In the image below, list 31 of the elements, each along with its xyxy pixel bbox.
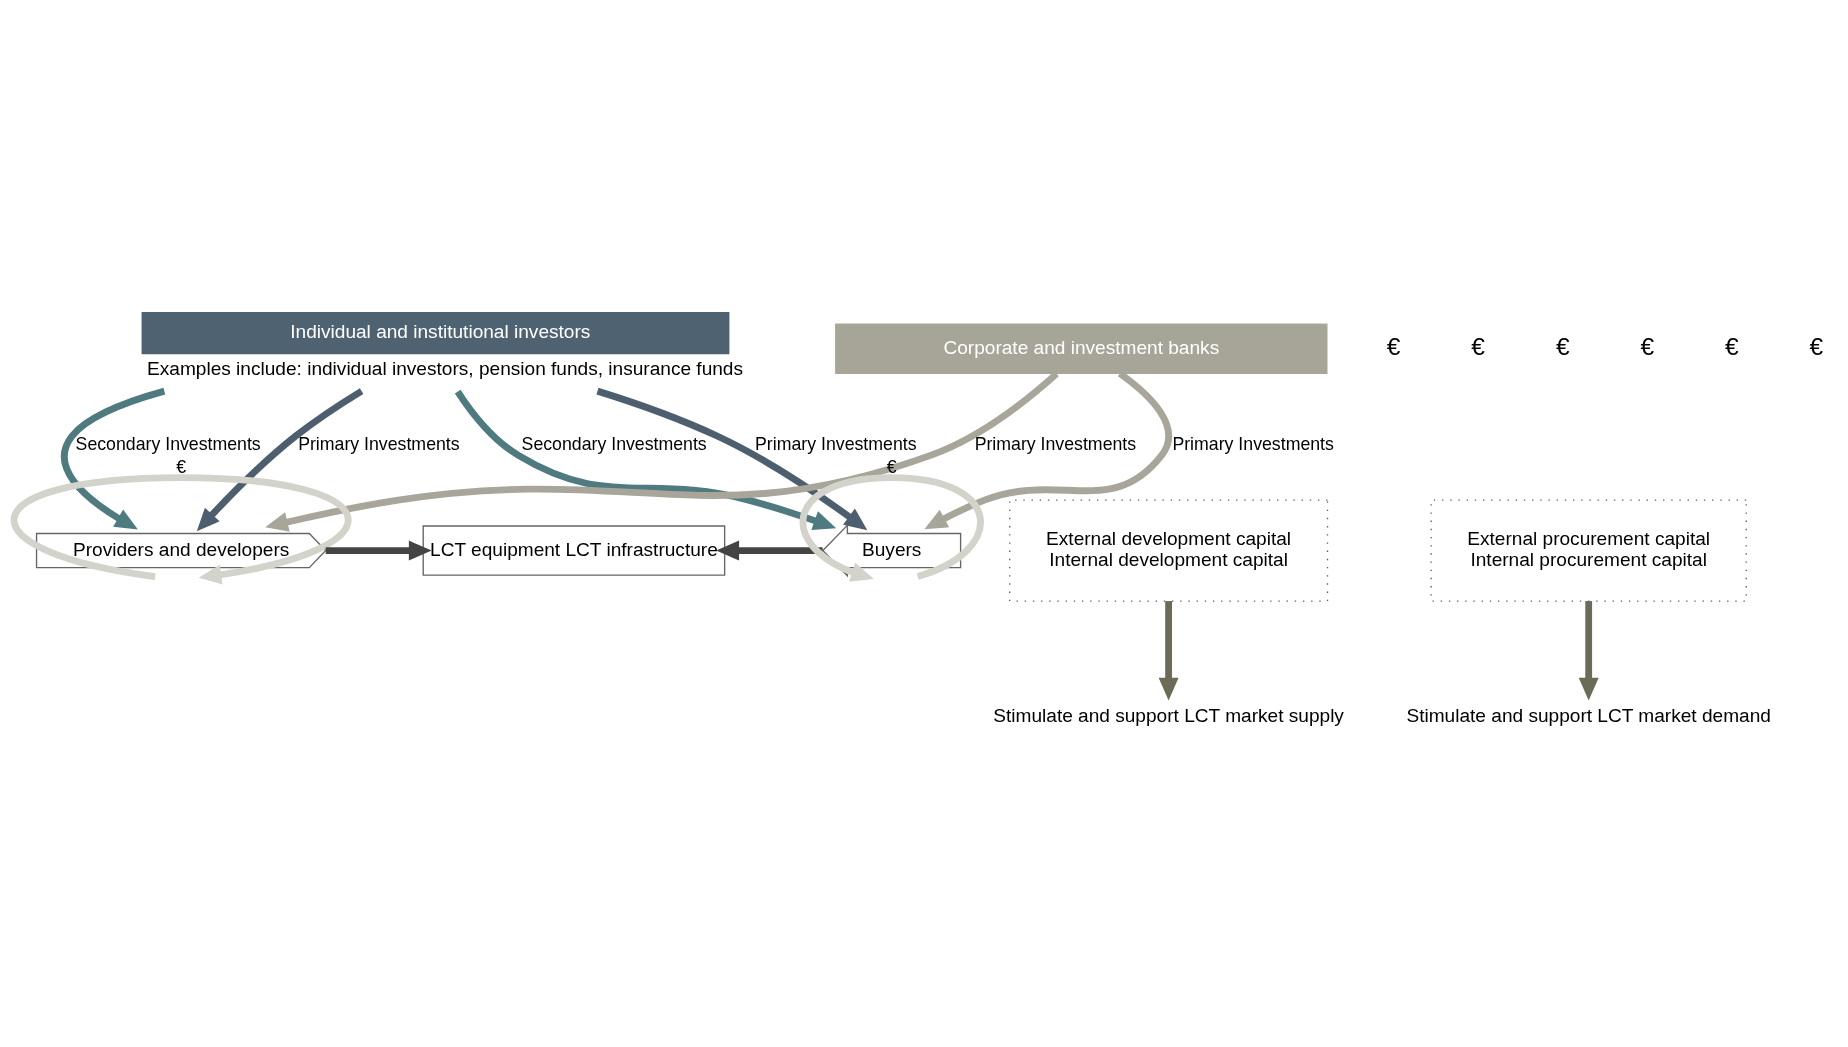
edge-label: Secondary Investments bbox=[75, 433, 261, 454]
edge-label: Primary Investments bbox=[298, 433, 460, 454]
label: € bbox=[1386, 332, 1401, 360]
label: € bbox=[1725, 332, 1739, 360]
edge-label: Secondary Investments bbox=[521, 433, 707, 454]
node-box: LCT equipment LCT infrastructure bbox=[422, 524, 726, 576]
arrow bbox=[196, 387, 364, 531]
arrow bbox=[11, 473, 351, 584]
label: € bbox=[1640, 332, 1655, 360]
node-box: External development capital Internal development capital bbox=[1009, 498, 1329, 602]
node-box: Individual and institutional investors bbox=[141, 311, 730, 354]
edge-label: Primary Investments bbox=[1172, 433, 1334, 454]
edge-label: Primary Investments bbox=[974, 433, 1137, 454]
edge-label: Primary Investments bbox=[755, 433, 917, 454]
node-text: Stimulate and support LCT market demand bbox=[1406, 704, 1771, 726]
node-box: External procurement capital Internal procurement capital bbox=[1430, 498, 1747, 602]
label: € bbox=[1471, 332, 1486, 360]
node-label: Examples include: individual investors, pension funds, insurance funds bbox=[147, 357, 744, 379]
arrow bbox=[60, 387, 166, 530]
label: € bbox=[1809, 332, 1824, 360]
node-text: Stimulate and support LCT market supply bbox=[993, 704, 1344, 726]
arrow bbox=[325, 540, 432, 561]
arrow bbox=[596, 387, 868, 530]
arrow bbox=[716, 540, 823, 561]
node-box: Corporate and investment banks bbox=[835, 323, 1328, 374]
label: € bbox=[1555, 332, 1570, 360]
arrow bbox=[1158, 600, 1179, 701]
arrow bbox=[799, 473, 984, 582]
edge-label: € bbox=[176, 456, 187, 477]
arrow bbox=[1578, 600, 1599, 701]
arrow bbox=[454, 389, 837, 530]
